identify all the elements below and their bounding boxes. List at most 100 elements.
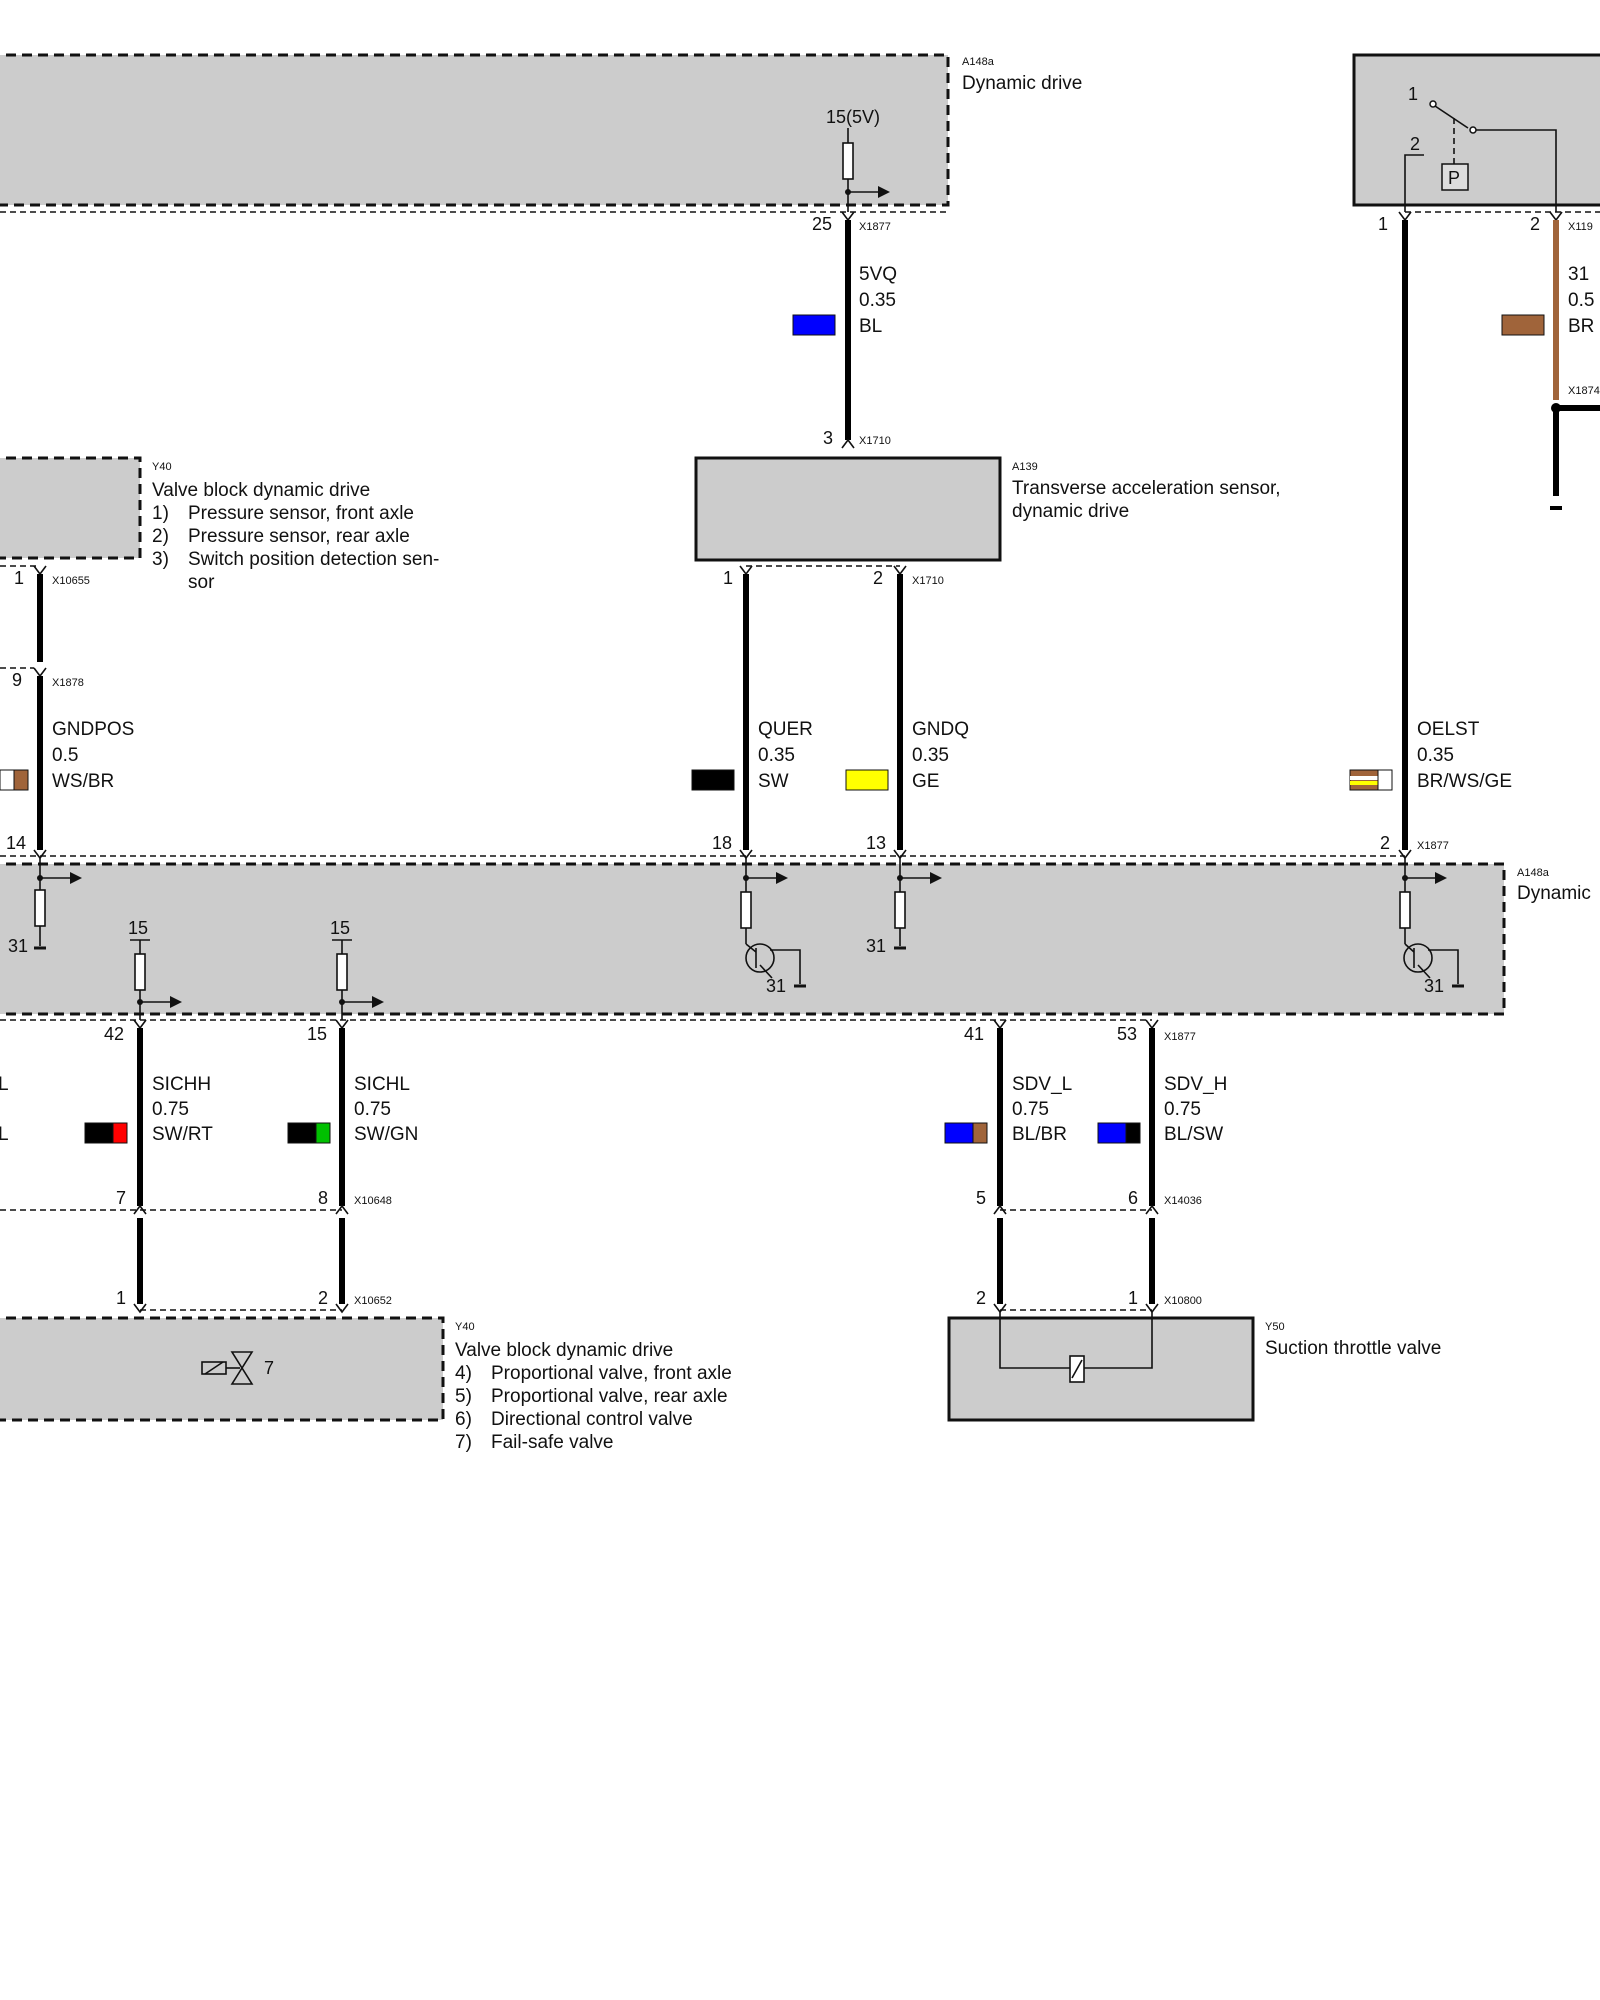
ground-31-c: 31 [866, 936, 886, 956]
swatch-ws-br [0, 769, 29, 791]
wire-oelst-gauge: 0.35 [1417, 745, 1454, 766]
valve-bottom-item-6: Directional control valve [491, 1409, 693, 1430]
solenoid-valve-icon [201, 1351, 254, 1385]
dme-top-code: A148a [962, 56, 995, 68]
pin-25: 25 [812, 214, 832, 234]
wire-sichh-name: SICHH [152, 1074, 211, 1095]
valve-bottom-item-7: Fail-safe valve [491, 1432, 614, 1453]
connector-x1877-bottom: X1877 [1164, 1031, 1196, 1043]
wire-sdv-h-color: BL/SW [1164, 1124, 1223, 1145]
wire-sdv-h-gauge: 0.75 [1164, 1099, 1201, 1120]
connector-x14036: X14036 [1164, 1195, 1202, 1207]
wire-sichh-gauge: 0.75 [152, 1099, 189, 1120]
dme-top-module: A148a Dynamic drive 15(5V) [0, 53, 1082, 212]
connector-x10652: X10652 [354, 1295, 392, 1307]
supply-15-b: 15 [330, 918, 350, 938]
wire-5vq-gauge: 0.35 [859, 290, 896, 311]
connector-x1874: X1874 [1568, 385, 1600, 397]
pin-1-x10800: 1 [1128, 1288, 1138, 1308]
wire-sichl-name: SICHL [354, 1074, 410, 1095]
wire-gndq-name: GNDQ [912, 719, 969, 740]
swatch-br [1501, 314, 1545, 336]
ecu-mid-name: Dynamic [1517, 883, 1591, 904]
valve-top-item-1: Pressure sensor, front axle [188, 503, 414, 524]
pressure-switch-icon [1441, 163, 1469, 191]
pin-8: 8 [318, 1188, 328, 1208]
suction-name: Suction throttle valve [1265, 1338, 1441, 1359]
pin-2-x10652: 2 [318, 1288, 328, 1308]
pin-14: 14 [6, 833, 26, 853]
cut-label-2: L [0, 1124, 9, 1145]
pin-2-x1877: 2 [1380, 833, 1390, 853]
switch-pin-1: 1 [1408, 84, 1418, 104]
ecu-output-15: 15 [330, 918, 384, 1020]
wire-5vq-color: BL [859, 316, 882, 337]
pin-15: 15 [307, 1024, 327, 1044]
wire-gndq-color: GE [912, 771, 939, 792]
transverse-name-line2: dynamic drive [1012, 501, 1129, 522]
wire-gndpos-color: WS/BR [52, 771, 114, 792]
wire-sichh-color: SW/RT [152, 1124, 213, 1145]
pin-1-x1710: 1 [723, 568, 733, 588]
switch-module: 1 2 P [1352, 53, 1600, 212]
pin-18: 18 [712, 833, 732, 853]
valve-block-bottom-module: 7 Y40 Valve block dynamic drive 4) Propo… [0, 1316, 732, 1453]
connector-x119: X119 [1568, 221, 1593, 233]
valve-bottom-item-4-num: 4) [455, 1363, 472, 1384]
connector-x10655: X10655 [52, 575, 90, 587]
valve-top-item-3-num: 3) [152, 549, 169, 570]
wire-oelst-name: OELST [1417, 719, 1480, 740]
wire-gndpos-gauge: 0.5 [52, 745, 78, 766]
pin-41: 41 [964, 1024, 984, 1044]
pin-2-x1710: 2 [873, 568, 883, 588]
switch-pin-2: 2 [1410, 134, 1420, 154]
dme-top-name: Dynamic drive [962, 73, 1082, 94]
pin-2-x119: 2 [1530, 214, 1540, 234]
valve-top-code: Y40 [152, 461, 172, 473]
ecu-output-42: 15 [128, 918, 182, 1020]
cut-label-1: L [0, 1074, 9, 1095]
wire-sdv-l-name: SDV_L [1012, 1074, 1072, 1095]
wire-31-gauge: 0.5 [1568, 290, 1594, 311]
transverse-code: A139 [1012, 461, 1038, 473]
pin-7: 7 [116, 1188, 126, 1208]
connector-x1877-mid: X1877 [1417, 840, 1449, 852]
connector-x1710-top: X1710 [859, 435, 891, 447]
connector-x1878: X1878 [52, 677, 84, 689]
transverse-name-line1: Transverse acceleration sensor, [1012, 478, 1281, 499]
valve-top-item-3-cont: sor [188, 572, 215, 593]
valve-top-name: Valve block dynamic drive [152, 480, 370, 501]
valve-bottom-item-4: Proportional valve, front axle [491, 1363, 732, 1384]
wire-gndq-gauge: 0.35 [912, 745, 949, 766]
pin-53: 53 [1117, 1024, 1137, 1044]
pressure-symbol: P [1448, 168, 1460, 188]
wire-sdv-l-gauge: 0.75 [1012, 1099, 1049, 1120]
connector-x1710-bottom: X1710 [912, 575, 944, 587]
transverse-sensor-module: A139 Transverse acceleration sensor, dyn… [694, 456, 1281, 562]
swatch-sw [691, 769, 735, 791]
wire-31-color: BR [1568, 316, 1594, 337]
valve-bottom-item-5-num: 5) [455, 1386, 472, 1407]
pin-6: 6 [1128, 1188, 1138, 1208]
valve-top-item-2-num: 2) [152, 526, 169, 547]
ecu-input-14: 31 [8, 858, 82, 956]
pullup-resistor [842, 142, 854, 180]
connector-x10648: X10648 [354, 1195, 392, 1207]
valve-symbol-number: 7 [264, 1358, 274, 1378]
pin-3: 3 [823, 428, 833, 448]
ground-31-d: 31 [1424, 976, 1444, 996]
connector-x10800: X10800 [1164, 1295, 1202, 1307]
pin-5: 5 [976, 1188, 986, 1208]
swatch-br-ws-ge [1349, 769, 1393, 791]
wire-sichl-color: SW/GN [354, 1124, 418, 1145]
suction-code: Y50 [1265, 1321, 1285, 1333]
wire-5vq-name: 5VQ [859, 264, 897, 285]
ground-31-a: 31 [8, 936, 28, 956]
pin-1-x10655: 1 [14, 568, 24, 588]
connector-x1877-top: X1877 [859, 221, 891, 233]
pin-42: 42 [104, 1024, 124, 1044]
pin-1-x10652: 1 [116, 1288, 126, 1308]
swatch-bl-sw [1097, 1122, 1141, 1144]
swatch-bl [792, 314, 836, 336]
